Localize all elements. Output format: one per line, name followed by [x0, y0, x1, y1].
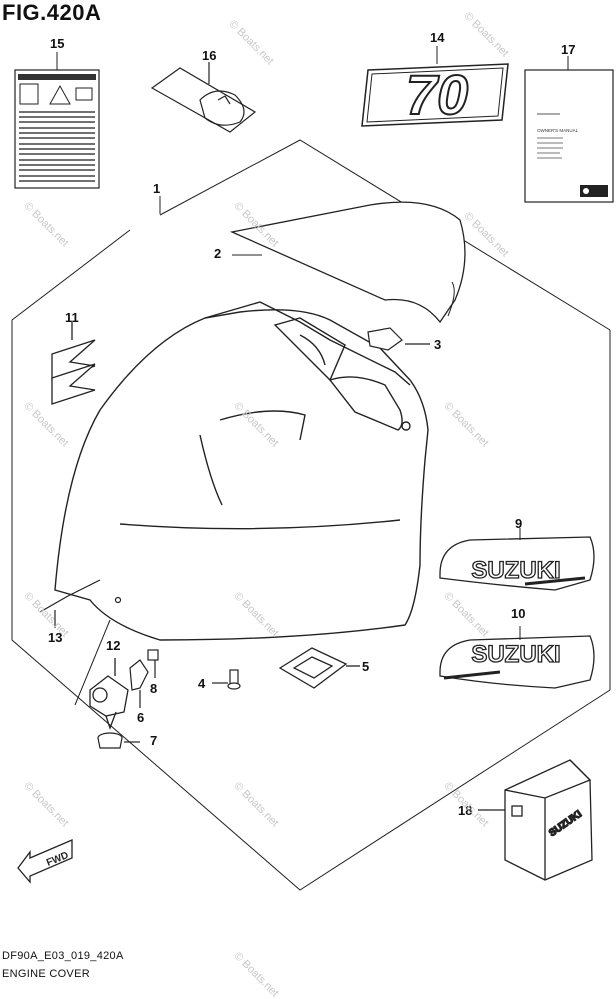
- callout-8: 8: [150, 681, 158, 696]
- part-16-bag[interactable]: [150, 62, 257, 133]
- callout-3: 3: [434, 337, 442, 352]
- part-17-owners-manual[interactable]: OWNER'S MANUAL: [524, 56, 614, 203]
- callout-6: 6: [137, 710, 145, 725]
- callout-17: 17: [561, 42, 576, 57]
- part-10-suzuki-decal[interactable]: SUZUKI: [439, 626, 595, 689]
- callout-12: 12: [106, 638, 121, 653]
- part-11-s-mark[interactable]: [51, 322, 96, 405]
- part-14-emblem-70[interactable]: 70: [361, 46, 509, 127]
- leader-line: [74, 619, 111, 706]
- assembly-outline: [11, 139, 611, 891]
- callout-10: 10: [511, 606, 526, 621]
- callout-9: 9: [515, 516, 523, 531]
- callout-18: 18: [458, 803, 473, 818]
- part-5-seal[interactable]: [278, 647, 360, 689]
- callout-16: 16: [202, 48, 217, 63]
- fwd-arrow: FWD: [17, 839, 73, 884]
- part-12-latch[interactable]: [89, 658, 129, 730]
- callout-4: 4: [198, 676, 206, 691]
- figure-title: FIG.420A: [2, 0, 102, 25]
- callout-15: 15: [50, 36, 65, 51]
- callout-2: 2: [214, 246, 222, 261]
- callout-7: 7: [150, 733, 158, 748]
- manual-title-text: OWNER'S MANUAL: [537, 128, 579, 133]
- part-18-cover-bag[interactable]: SUZUKI: [478, 759, 593, 881]
- callout-14: 14: [430, 30, 445, 45]
- callout-11: 11: [65, 310, 79, 325]
- callout-1: 1: [153, 181, 161, 196]
- callout-13: 13: [48, 630, 63, 645]
- suzuki-decal-lower-text: SUZUKI: [471, 641, 560, 668]
- part-1-engine-cover[interactable]: [54, 301, 429, 641]
- suzuki-decal-upper-text: SUZUKI: [471, 557, 560, 584]
- figure-caption: ENGINE COVER: [2, 968, 90, 980]
- part-2-top-cover-panel[interactable]: [229, 201, 466, 324]
- part-9-suzuki-decal[interactable]: SUZUKI: [439, 528, 595, 591]
- callout-5: 5: [362, 659, 370, 674]
- part-4-bolt[interactable]: [212, 669, 241, 690]
- part-7-grommet[interactable]: [97, 732, 140, 749]
- emblem-70-text: 70: [406, 63, 468, 126]
- part-6-plate[interactable]: [129, 659, 149, 708]
- part-8-screw[interactable]: [147, 649, 159, 678]
- part-3-clip[interactable]: [367, 327, 430, 351]
- figure-code: DF90A_E03_019_420A: [2, 950, 124, 962]
- part-13-pin[interactable]: [39, 579, 122, 628]
- part-15-warning-label[interactable]: [14, 52, 100, 189]
